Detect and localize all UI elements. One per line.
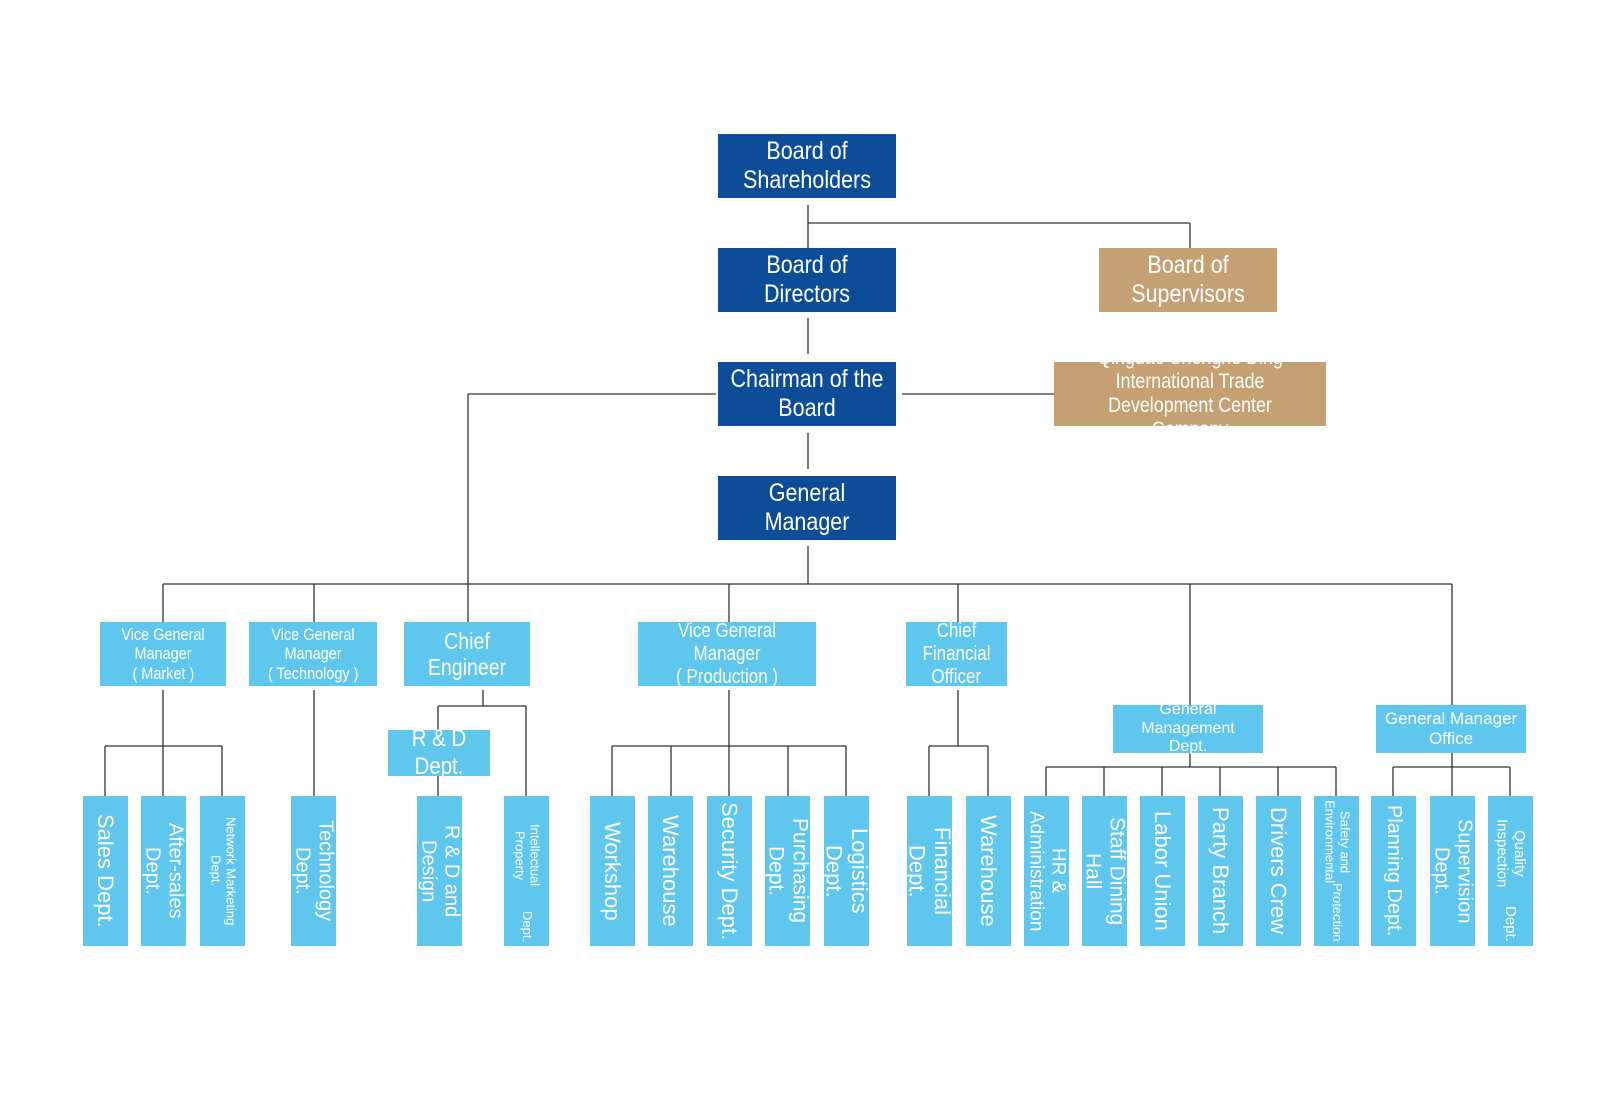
vgm-production: Vice General Manager ( Production ) — [638, 619, 816, 688]
vgm-technology: Vice General Manager ( Technology ) — [249, 622, 377, 686]
leaf-warehouse-production: Warehouse — [648, 796, 693, 946]
vgm-technology-line-2: ( Technology ) — [267, 663, 359, 683]
board-of-directors-label: Board of Directors — [763, 251, 850, 308]
chief-engineer-label: Chief Engineer — [427, 627, 507, 680]
qingdao-line-1: Qingdao Shenghe Ding International Trade — [1097, 345, 1283, 393]
rd-dept-label: R & D Dept. — [411, 725, 467, 780]
leaf-network-label: Network Marketing Dept. — [208, 816, 239, 926]
leaf-security-label: Security Dept. — [717, 801, 743, 941]
leaf-workshop-label: Workshop — [600, 821, 626, 921]
qingdao-line-2: Development Center Company — [1108, 394, 1272, 442]
leaf-sales-label: Sales Dept. — [93, 814, 119, 928]
chairman-of-the-board: Chairman of the Board — [718, 362, 896, 426]
leaf-logistics-label: Logistics Dept. — [821, 828, 872, 914]
leaf-labor-label: Labor Union — [1150, 811, 1176, 931]
leaf-hr-label: HR & Administration — [1025, 810, 1069, 932]
vgm-market-line-1: Vice General Manager — [121, 624, 205, 664]
cfo-line-1: Chief Financial — [922, 619, 991, 665]
general-management-dept: General Management Dept. — [1113, 701, 1263, 756]
vgm-market: Vice General Manager ( Market ) — [100, 622, 226, 686]
vgm-market-line-2: ( Market ) — [132, 663, 194, 683]
leaf-staff-dining-hall: Staff Dining Hall — [1081, 796, 1129, 946]
leaf-party-label: Party Branch — [1208, 807, 1234, 935]
leaf-purchasing-dept: Purchasing Dept. — [764, 796, 812, 946]
leaf-ip-line-1: Intellectual Property — [512, 824, 543, 887]
gm-office-line-1: General Manager — [1384, 709, 1518, 729]
leaf-ip-line-2: Dept. — [519, 910, 535, 942]
leaf-planning-dept: Planning Dept. — [1371, 796, 1416, 946]
board-of-shareholders: Board of Shareholders — [718, 134, 896, 198]
leaf-party-branch: Party Branch — [1198, 796, 1243, 946]
leaf-technology-dept: Technology Dept. — [291, 796, 337, 946]
board-of-shareholders-label: Board of Shareholders — [743, 137, 871, 194]
leaf-aftersales-dept: After-sales Dept. — [141, 796, 187, 946]
vgm-production-line-1: Vice General Manager — [678, 619, 776, 665]
leaf-rd-design-label: R & D and Design — [417, 824, 463, 918]
general-manager-label: General Manager — [764, 479, 850, 536]
leaf-dining-label: Staff Dining Hall — [1081, 816, 1129, 926]
leaf-supervision-dept: Supervision Dept. — [1430, 796, 1476, 946]
leaf-intellectual-property-dept: Intellectual Property Dept. — [504, 796, 549, 946]
gm-dept-line-1: General Management — [1141, 701, 1235, 737]
leaf-labor-union: Labor Union — [1140, 796, 1185, 946]
leaf-technology-label: Technology Dept. — [291, 820, 337, 922]
general-manager: General Manager — [718, 476, 896, 540]
leaf-financial-dept: Financial Dept. — [904, 796, 955, 946]
leaf-drivers-label: Drivers Crew — [1266, 807, 1292, 935]
leaf-quality-line-1: Quality Inspection — [1493, 818, 1528, 888]
leaf-safety-line-2: Protection — [1329, 883, 1345, 942]
board-of-directors: Board of Directors — [718, 248, 896, 312]
board-of-supervisors: Board of Supervisors — [1099, 248, 1277, 312]
leaf-supervision-label: Supervision Dept. — [1430, 818, 1476, 924]
leaf-safety-line-1: Safety and Environmental — [1322, 800, 1353, 884]
leaf-aftersales-label: After-sales Dept. — [141, 823, 187, 919]
leaf-safety-environmental: Safety and Environmental Protection — [1314, 796, 1359, 946]
vgm-technology-line-1: Vice General Manager — [271, 624, 355, 664]
leaf-financial-label: Financial Dept. — [904, 826, 955, 916]
leaf-quality-inspection-dept: Quality Inspection Dept. — [1488, 796, 1533, 946]
leaf-planning-label: Planning Dept. — [1383, 805, 1405, 937]
cfo-line-2: Officer — [931, 665, 982, 688]
chief-financial-officer: Chief Financial Officer — [906, 619, 1007, 688]
leaf-rd-design: R & D and Design — [417, 796, 463, 946]
leaf-security-dept: Security Dept. — [707, 796, 752, 946]
leaf-quality-line-2: Dept. — [1502, 906, 1520, 942]
rd-dept: R & D Dept. — [388, 725, 490, 780]
leaf-workshop: Workshop — [590, 796, 635, 946]
chief-engineer: Chief Engineer — [404, 622, 530, 686]
leaf-network-marketing-dept: Network Marketing Dept. — [200, 796, 245, 946]
vgm-production-line-2: ( Production ) — [675, 665, 779, 688]
board-of-supervisors-label: Board of Supervisors — [1131, 251, 1245, 308]
general-manager-office: General Manager Office — [1376, 705, 1526, 753]
leaf-hr-administration: HR & Administration — [1024, 796, 1069, 946]
leaf-warehouse-finance-label: Warehouse — [976, 815, 1002, 927]
leaf-purchasing-label: Purchasing Dept. — [764, 818, 812, 924]
leaf-sales-dept: Sales Dept. — [83, 796, 128, 946]
leaf-logistics-dept: Logistics Dept. — [821, 796, 872, 946]
leaf-drivers-crew: Drivers Crew — [1256, 796, 1301, 946]
leaf-warehouse-finance: Warehouse — [966, 796, 1011, 946]
leaf-warehouse-production-label: Warehouse — [658, 815, 684, 927]
gm-office-line-2: Office — [1428, 729, 1474, 748]
qingdao-company: Qingdao Shenghe Ding International Trade… — [1054, 346, 1326, 441]
chairman-label: Chairman of the Board — [730, 365, 884, 422]
gm-dept-line-2: Dept. — [1168, 738, 1208, 756]
